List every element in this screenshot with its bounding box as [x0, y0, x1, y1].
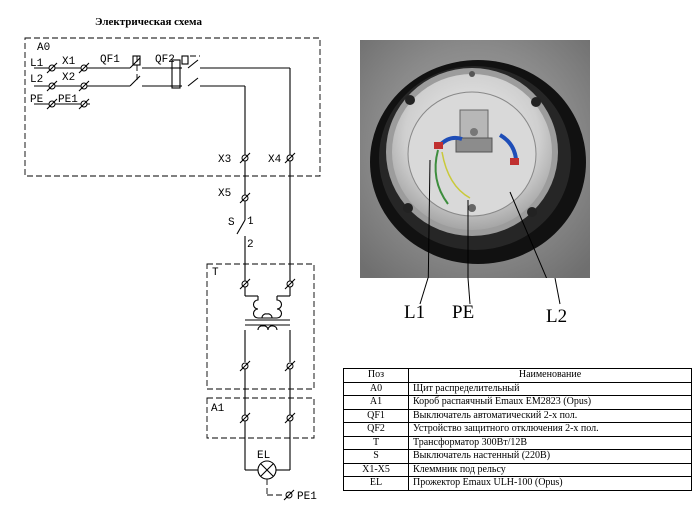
legend-pos-cell: A1 — [343, 395, 409, 410]
table-row: A0 Щит распределительный — [343, 381, 692, 396]
breaker-qf2-symbol — [170, 55, 290, 89]
terminal-x4-label: X4 — [268, 154, 282, 166]
legend-pos-cell: X1-X5 — [343, 462, 409, 477]
legend-name-cell: Трансформатор 300Вт/12В — [408, 435, 692, 450]
legend-header-pos: Поз — [343, 368, 409, 383]
legend-pos-cell: QF2 — [343, 422, 409, 437]
switch-s-symbol — [236, 219, 249, 282]
table-row: A1 Короб распаячный Emaux EM2823 (Opus) — [343, 395, 692, 410]
line-l1-label: L1 — [30, 58, 44, 70]
terminal-block-x1-x2 — [46, 62, 90, 110]
switch-pin1-label: 1 — [247, 216, 254, 228]
transformer-t-symbol — [239, 278, 296, 372]
legend-pos-cell: QF1 — [343, 408, 409, 423]
transformer-t-label: T — [212, 267, 219, 279]
panel-a0-label: A0 — [37, 42, 50, 54]
terminals-x3-x4 — [239, 152, 296, 164]
legend-pos-cell: S — [343, 449, 409, 464]
table-row: QF2 Устройство защитного отключения 2-х … — [343, 422, 692, 437]
switch-s-label: S — [228, 217, 235, 229]
legend-name-cell: Щит распределительный — [408, 381, 692, 396]
pe1-bottom-label: PE1 — [297, 491, 317, 503]
electrical-schematic: Электрическая схема A0 L1 L2 PE X1 X2 PE… — [24, 16, 321, 503]
photo-label-l2: L2 — [546, 306, 567, 327]
legend-name-cell: Прожектор Emaux ULH-100 (Opus) — [408, 476, 692, 491]
lamp-el-symbol — [257, 460, 277, 480]
legend-name-cell: Выключатель автоматический 2-х пол. — [408, 408, 692, 423]
table-row: EL Прожектор Emaux ULH-100 (Opus) — [343, 476, 692, 491]
legend-name-cell: Устройство защитного отключения 2-х пол. — [408, 422, 692, 437]
protective-earth-wire — [266, 479, 295, 501]
photo-label-pe: PE — [452, 302, 474, 323]
panel-a0-frame — [24, 37, 321, 177]
legend-pos-cell: T — [343, 435, 409, 450]
photo-label-l1: L1 — [404, 302, 425, 323]
terminal-x5-label: X5 — [218, 188, 231, 200]
switch-pin2-label: 2 — [247, 239, 254, 251]
lamp-housing-photo — [360, 40, 590, 278]
junction-box-a1-frame — [206, 397, 315, 439]
diagram-title: Электрическая схема — [95, 16, 202, 28]
component-legend-table: Поз Наименование A0 Щит распределительны… — [343, 368, 692, 491]
table-row: X1-X5 Клеммник под рельсу — [343, 462, 692, 477]
terminal-x2-label: X2 — [62, 72, 75, 84]
terminal-x5 — [239, 192, 251, 204]
photo-callouts: L1 PE L2 — [404, 278, 567, 327]
junction-box-a1-label: A1 — [211, 403, 225, 415]
table-row: QF1 Выключатель автоматический 2-х пол. — [343, 408, 692, 423]
legend-pos-cell: EL — [343, 476, 409, 491]
lamp-el-wires — [244, 421, 291, 471]
breaker-qf1-symbol — [129, 55, 170, 87]
legend-pos-cell: A0 — [343, 381, 409, 396]
terminal-pe1-label: PE1 — [58, 94, 78, 106]
legend-header-name: Наименование — [408, 368, 692, 383]
table-row: T Трансформатор 300Вт/12В — [343, 435, 692, 450]
legend-name-cell: Короб распаячный Emaux EM2823 (Opus) — [408, 395, 692, 410]
terminal-x1-label: X1 — [62, 56, 76, 68]
legend-header-row: Поз Наименование — [343, 368, 692, 383]
terminal-x3-label: X3 — [218, 154, 231, 166]
lamp-el-label: EL — [257, 450, 270, 462]
legend-name-cell: Выключатель настенный (220В) — [408, 449, 692, 464]
table-row: S Выключатель настенный (220В) — [343, 449, 692, 464]
breaker-qf1-label: QF1 — [100, 54, 120, 66]
transformer-t-frame — [206, 263, 315, 390]
line-pe-label: PE — [30, 94, 44, 106]
line-l2-label: L2 — [30, 74, 43, 86]
legend-name-cell: Клеммник под рельсу — [408, 462, 692, 477]
junction-box-a1-terminals — [239, 412, 296, 424]
breaker-qf2-label: QF2 — [155, 54, 175, 66]
